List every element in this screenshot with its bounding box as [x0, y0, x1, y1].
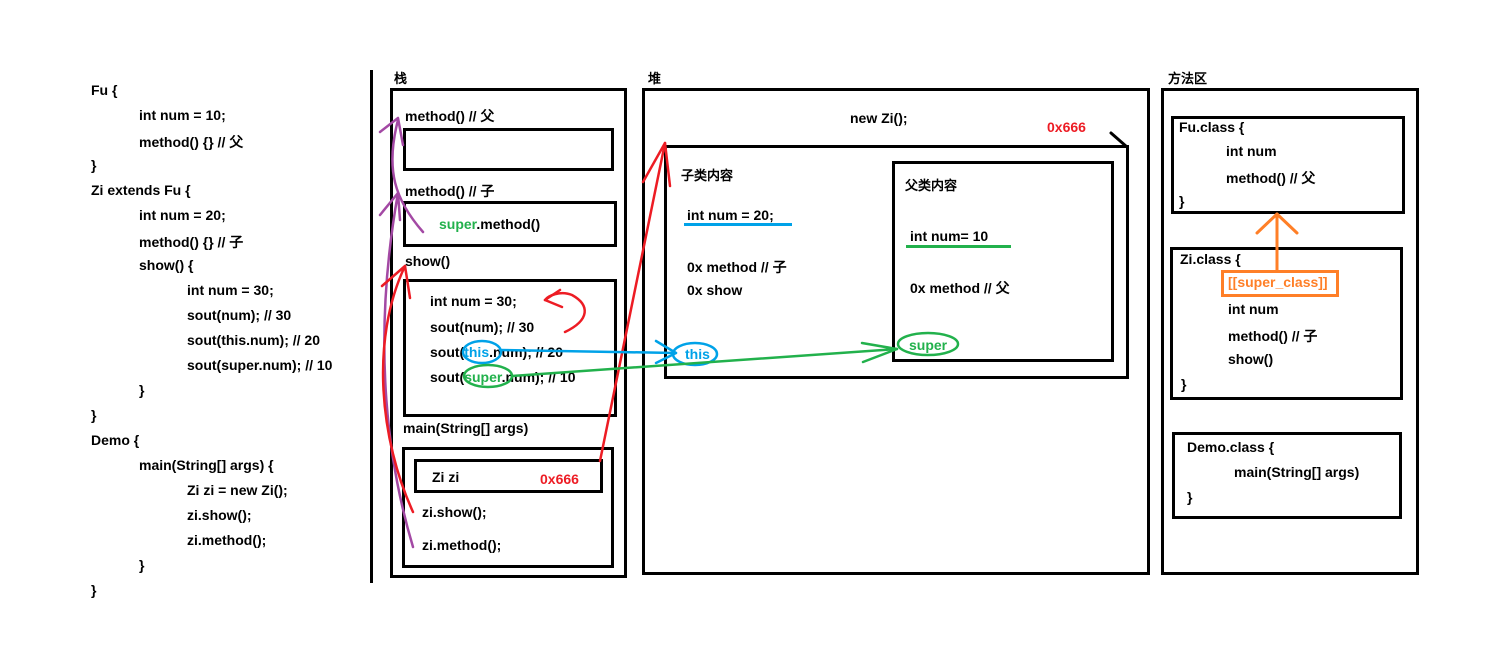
local-var-zi	[414, 459, 603, 493]
show-line-4-suffix: .num); // 10	[501, 369, 576, 385]
super-keyword-show: super	[464, 369, 502, 385]
code-line: Zi extends Fu {	[91, 182, 191, 198]
local-var-label: Zi zi	[432, 469, 460, 485]
child-field-underline	[684, 223, 792, 226]
parent-field-underline	[906, 245, 1011, 248]
show-line-3-suffix: .num); // 20	[489, 344, 564, 360]
fu-class-header: Fu.class {	[1179, 119, 1245, 135]
demo-class-header: Demo.class {	[1187, 439, 1275, 455]
zi-class-show: show()	[1228, 351, 1274, 367]
zi-class-field: int num	[1228, 301, 1279, 317]
code-line: zi.method();	[187, 532, 267, 548]
show-line-2: sout(num); // 30	[430, 319, 535, 335]
child-field: int num = 20;	[687, 207, 774, 223]
heap-title: 堆	[648, 71, 662, 86]
demo-class-method: main(String[] args)	[1234, 464, 1360, 480]
code-line: Demo {	[91, 432, 140, 448]
code-line: Fu {	[91, 82, 118, 98]
super-call-rest: .method()	[476, 216, 541, 232]
zi-class-close: }	[1181, 376, 1187, 392]
frame-method-fu	[403, 128, 614, 171]
frame-show-label: show()	[405, 253, 451, 269]
frame-main-label: main(String[] args)	[403, 420, 529, 436]
this-keyword: this	[464, 344, 490, 360]
code-line: method() {} // 子	[139, 234, 244, 250]
parent-content-title: 父类内容	[905, 178, 958, 193]
code-line: zi.show();	[187, 507, 252, 523]
frame-method-fu-label: method() // 父	[405, 108, 495, 124]
show-line-3: sout(this.num); // 20	[430, 344, 563, 360]
code-line: method() {} // 父	[139, 134, 244, 150]
heap-new-label: new Zi();	[850, 110, 908, 126]
super-class-ref: [[super_class]]	[1221, 270, 1339, 297]
zi-class-header: Zi.class {	[1180, 251, 1241, 267]
code-line: sout(this.num); // 20	[187, 332, 320, 348]
local-var-address: 0x666	[540, 471, 579, 487]
fu-class-close: }	[1179, 193, 1185, 209]
call-method: zi.method();	[422, 537, 502, 553]
super-class-ref-label: [[super_class]]	[1228, 274, 1328, 290]
show-line-4: sout(super.num); // 10	[430, 369, 575, 385]
code-line: }	[91, 407, 97, 423]
demo-class-close: }	[1187, 489, 1193, 505]
method-area-title: 方法区	[1168, 71, 1208, 86]
child-show: 0x show	[687, 282, 743, 298]
code-line: int num = 30;	[187, 282, 274, 298]
code-line: sout(num); // 30	[187, 307, 292, 323]
child-method: 0x method // 子	[687, 259, 787, 275]
zi-class	[1170, 247, 1403, 400]
code-line: main(String[] args) {	[139, 457, 274, 473]
code-line: int num = 10;	[139, 107, 226, 123]
code-line: show() {	[139, 257, 194, 273]
super-method-call: super.method()	[439, 216, 540, 232]
heap-this-label: this	[685, 346, 710, 362]
code-line: sout(super.num); // 10	[187, 357, 333, 373]
parent-field: int num= 10	[910, 228, 989, 244]
fu-class-field: int num	[1226, 143, 1277, 159]
show-line-3-prefix: sout(	[430, 344, 465, 360]
divider-line	[370, 70, 373, 583]
frame-method-zi-label: method() // 子	[405, 183, 495, 199]
parent-method: 0x method // 父	[910, 280, 1010, 296]
child-content-title: 子类内容	[681, 168, 734, 183]
code-line: Zi zi = new Zi();	[187, 482, 288, 498]
method-area	[1161, 88, 1419, 575]
demo-class	[1172, 432, 1402, 519]
call-show: zi.show();	[422, 504, 487, 520]
show-line-4-prefix: sout(	[430, 369, 465, 385]
parent-content	[892, 161, 1114, 362]
code-line: }	[91, 582, 97, 598]
code-line: }	[139, 382, 145, 398]
stack-title: 栈	[394, 71, 408, 86]
heap-address: 0x666	[1047, 119, 1086, 135]
code-line: }	[91, 157, 97, 173]
code-line: }	[139, 557, 145, 573]
show-line-1: int num = 30;	[430, 293, 517, 309]
heap-super-label: super	[909, 337, 948, 353]
code-line: int num = 20;	[139, 207, 226, 223]
zi-class-method: method() // 子	[1228, 328, 1318, 344]
super-keyword: super	[439, 216, 477, 232]
fu-class-method: method() // 父	[1226, 170, 1316, 186]
